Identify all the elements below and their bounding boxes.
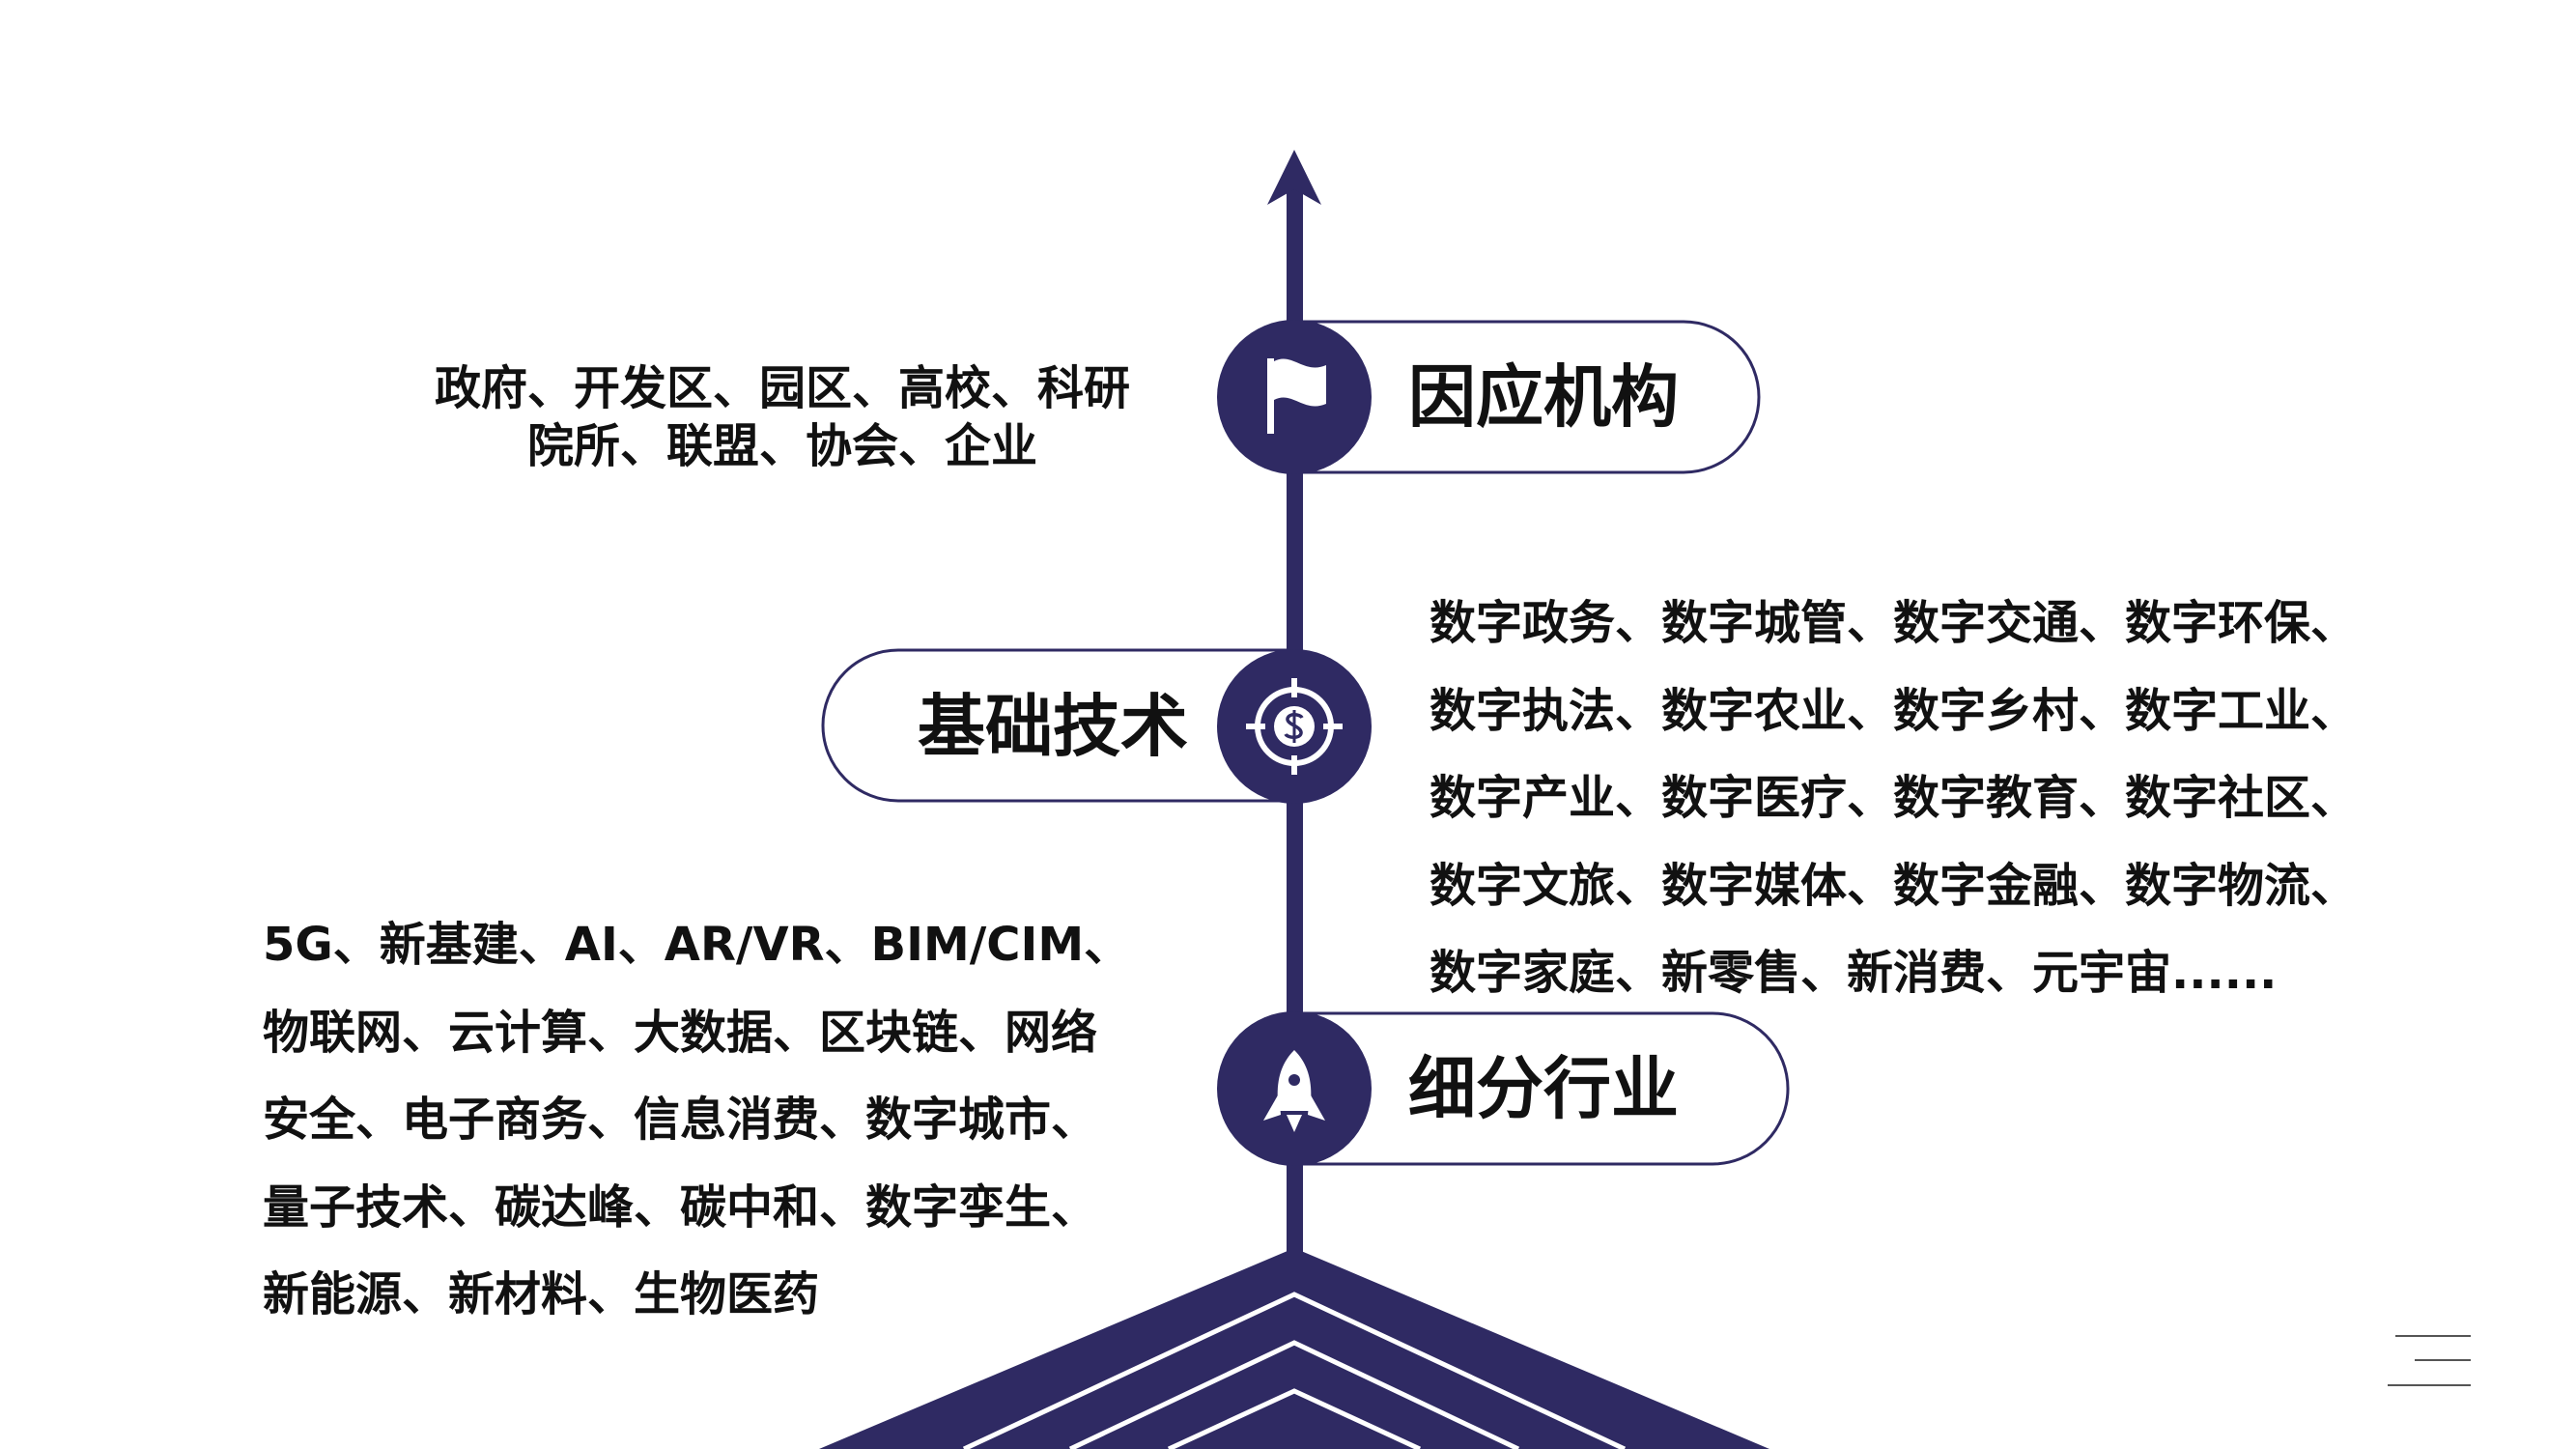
tech-description: 5G、新基建、AI、AR/VR、BIM/CIM、 物联网、云计算、大数据、区块链… (263, 901, 1190, 1339)
institutions-description: 政府、开发区、园区、高校、科研 院所、联盟、协会、企业 (386, 359, 1178, 475)
rocket-icon (1263, 1050, 1325, 1132)
description-line: 数字政务、数字城管、数字交通、数字环保、 (1430, 596, 2358, 650)
base-pyramid (819, 1248, 1769, 1449)
node-label-tech: 基础技术 (918, 687, 1188, 766)
pill-outline-industries (1294, 1011, 1790, 1166)
description-line: 政府、开发区、园区、高校、科研 (434, 361, 1130, 415)
description-line: 院所、联盟、协会、企业 (526, 419, 1037, 473)
description-line: 安全、电子商务、信息消费、数字城市、 (263, 1093, 1098, 1147)
node-label-industries: 细分行业 (1408, 1049, 1679, 1128)
description-line: 新能源、新材料、生物医药 (263, 1267, 820, 1321)
description-line: 数字产业、数字医疗、数字教育、数字社区、 (1430, 771, 2358, 825)
description-line: 5G、新基建、AI、AR/VR、BIM/CIM、 (263, 918, 1131, 972)
description-line: 数字家庭、新零售、新消费、元宇宙...... (1430, 946, 2278, 1000)
description-line: 数字执法、数字农业、数字乡村、数字工业、 (1430, 683, 2358, 738)
industries-description: 数字政务、数字城管、数字交通、数字环保、 数字执法、数字农业、数字乡村、数字工业… (1430, 580, 2492, 1017)
target-dollar-icon (1246, 678, 1343, 775)
flag-icon (1267, 358, 1326, 434)
menu-lines-icon (2388, 1335, 2471, 1386)
node-label-institutions: 因应机构 (1408, 357, 1679, 437)
description-line: 物联网、云计算、大数据、区块链、网络 (263, 1005, 1098, 1060)
description-line: 量子技术、碳达峰、碳中和、数字孪生、 (263, 1179, 1098, 1235)
pill-outline-institutions (1294, 320, 1761, 474)
description-line: 数字文旅、数字媒体、数字金融、数字物流、 (1430, 858, 2358, 913)
pill-outline-tech (821, 648, 1294, 803)
